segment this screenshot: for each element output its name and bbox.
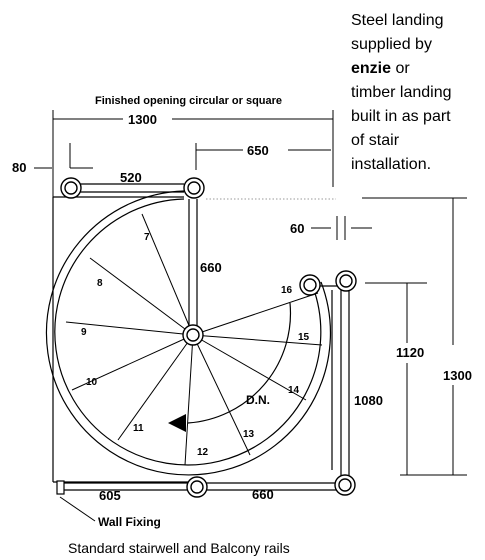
post-center [182, 324, 204, 346]
post-top-left [60, 177, 82, 199]
post-bottom-middle [186, 476, 208, 498]
post-landing-right [335, 270, 357, 292]
post-landing-left [299, 274, 321, 296]
dim-landing-height-label: 1120 [396, 345, 424, 360]
dim-right [362, 197, 467, 476]
step-15: 15 [298, 332, 310, 343]
note-line-6: of stair [351, 132, 400, 149]
note-line-7: installation. [351, 156, 431, 173]
step-13: 13 [243, 429, 255, 440]
dim-right-rail-label: 1080 [354, 393, 383, 408]
direction-arc [187, 302, 292, 424]
post-bottom-right [334, 474, 356, 496]
step-14: 14 [288, 385, 300, 396]
brand-name: enzie [351, 60, 391, 77]
step-lines [65, 213, 323, 466]
direction-label: D.N. [246, 393, 270, 407]
wall-fixing-label: Wall Fixing [98, 515, 161, 529]
dim-gap-label: 60 [290, 221, 304, 236]
dim-overall-height-label: 1300 [443, 368, 472, 383]
direction-arrow-icon [168, 414, 186, 432]
note-line-4: timber landing [351, 84, 452, 101]
dim-bottom-left-label: 605 [99, 488, 121, 503]
step-8: 8 [97, 278, 103, 289]
step-9: 9 [81, 327, 87, 338]
step-numbers: 7 8 9 10 11 12 13 14 15 16 [81, 232, 310, 458]
landing-note: Steel landing supplied by enzie or timbe… [351, 12, 452, 173]
top-rail [80, 183, 184, 193]
opening-outline [52, 196, 333, 483]
dim-half-width [195, 143, 331, 170]
rail-posts [60, 177, 357, 498]
step-10: 10 [86, 377, 98, 388]
dim-bottom-right-label: 660 [252, 487, 274, 502]
note-line-5: built in as part [351, 108, 451, 125]
note-line-3: enzie or [351, 60, 410, 77]
step-11: 11 [133, 423, 144, 434]
note-line-2: supplied by [351, 36, 432, 53]
bottom-rail [60, 482, 339, 491]
wall-fixing-leader [59, 496, 96, 522]
note-line-1: Steel landing [351, 12, 444, 29]
dim-overall-width [52, 110, 334, 197]
note-line-3-rest: or [391, 60, 410, 77]
dim-half-width-label: 650 [247, 143, 269, 158]
header-label: Finished opening circular or square [95, 95, 282, 107]
dim-gap [311, 216, 372, 240]
step-12: 12 [197, 447, 209, 458]
dim-well-rail-label: 660 [200, 260, 222, 275]
well-rail [188, 199, 198, 327]
dim-top-rail-label: 520 [120, 170, 142, 185]
dim-overall-width-label: 1300 [128, 112, 157, 127]
post-top-right [183, 177, 205, 199]
landing-rails [318, 285, 350, 479]
dim-left-offset-label: 80 [12, 160, 26, 175]
step-16: 16 [281, 285, 293, 296]
step-7: 7 [144, 232, 150, 243]
caption: Standard stairwell and Balcony rails [68, 540, 290, 556]
dim-80-marker [69, 143, 93, 169]
wall-fixing-plate [56, 480, 65, 495]
stair-circles [45, 190, 332, 476]
